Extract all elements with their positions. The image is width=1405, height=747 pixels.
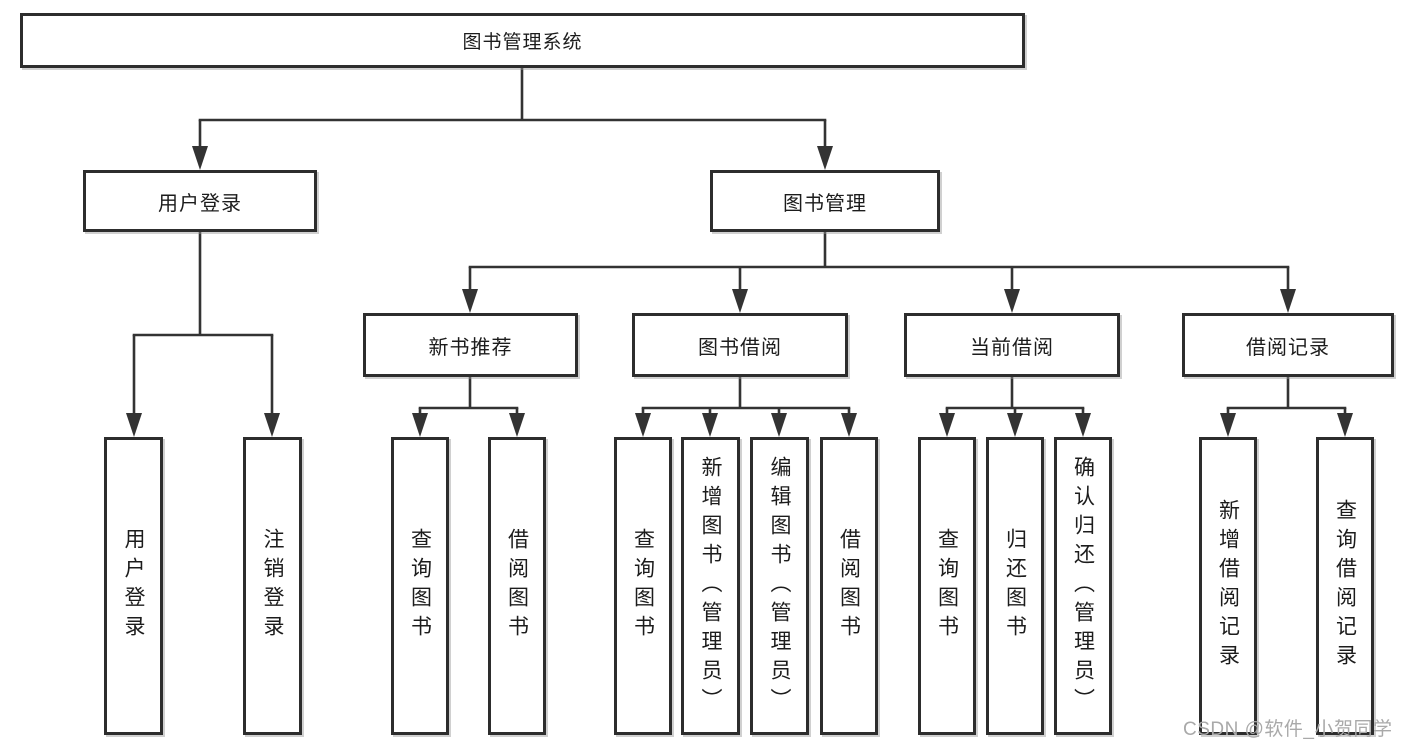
node-borrow-records: 借阅记录	[1182, 313, 1394, 377]
leaf-query-borrow-record: 查询借阅记录	[1316, 437, 1374, 735]
node-book-management: 图书管理	[710, 170, 940, 232]
node-library-management-system: 图书管理系统	[20, 13, 1025, 68]
leaf-borrow-books-recommend: 借阅图书	[488, 437, 546, 735]
leaf-return-books: 归还图书	[986, 437, 1044, 735]
node-current-borrow: 当前借阅	[904, 313, 1120, 377]
leaf-query-books-recommend: 查询图书	[391, 437, 449, 735]
leaf-query-books-borrow: 查询图书	[614, 437, 672, 735]
node-new-book-recommend: 新书推荐	[363, 313, 578, 377]
leaf-query-books-current: 查询图书	[918, 437, 976, 735]
leaf-borrow-books: 借阅图书	[820, 437, 878, 735]
leaf-add-books-admin: 新增图书（管理员）	[681, 437, 740, 735]
leaf-confirm-return-admin: 确认归还（管理员）	[1054, 437, 1112, 735]
node-book-borrow: 图书借阅	[632, 313, 848, 377]
leaf-logout: 注销登录	[243, 437, 302, 735]
node-user-login: 用户登录	[83, 170, 317, 232]
leaf-edit-books-admin: 编辑图书（管理员）	[750, 437, 809, 735]
csdn-watermark: CSDN @软件_小贺同学	[1183, 719, 1393, 740]
leaf-user-login: 用户登录	[104, 437, 163, 735]
leaf-add-borrow-record: 新增借阅记录	[1199, 437, 1257, 735]
